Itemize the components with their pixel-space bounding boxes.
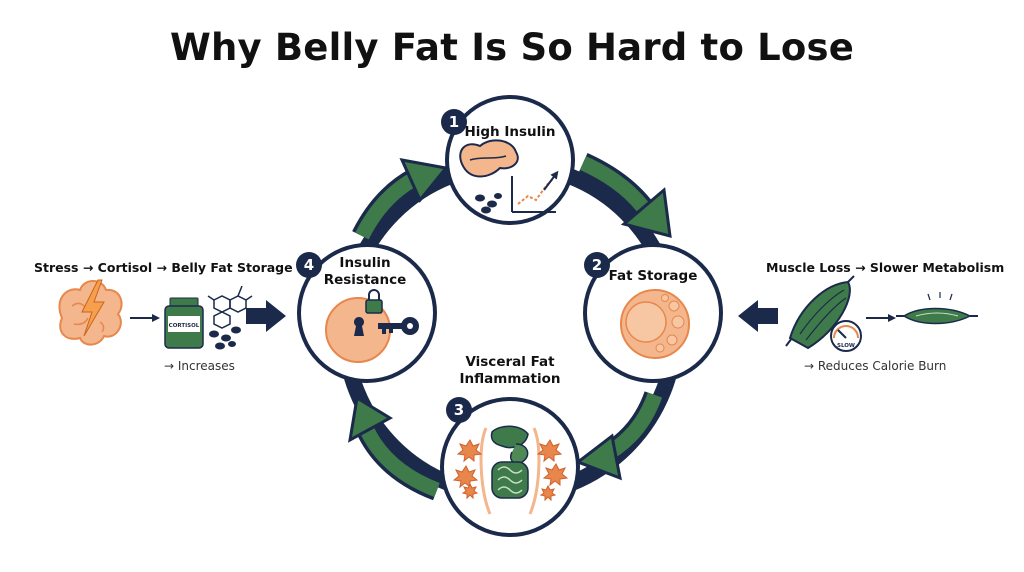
pancreas-icon (459, 139, 519, 214)
step-badge-3: 3 (446, 397, 472, 423)
svg-text:3: 3 (454, 401, 464, 419)
left-big-arrow (246, 300, 286, 332)
svg-text:4: 4 (304, 256, 314, 274)
left-factor-note: → Increases (164, 359, 235, 373)
molecule-dots-icon (209, 326, 241, 350)
brain-lightning-icon (58, 279, 123, 346)
node-label-fat-storage: Fat Storage (608, 268, 698, 284)
node-fat-storage (583, 243, 723, 383)
step-badge-1: 1 (441, 109, 467, 135)
node-label-high-insulin: High Insulin (464, 124, 556, 140)
fat-cell-icon (620, 289, 690, 359)
right-big-arrow (738, 300, 778, 332)
step-badge-2: 2 (584, 252, 610, 278)
cycle-arrow-3-to-4 (348, 395, 442, 501)
inflammation-icon (452, 439, 569, 502)
left-factor-heading: Stress → Cortisol → Belly Fat Storage (34, 260, 293, 275)
muscle-icon (785, 275, 855, 350)
right-factor-note: → Reduces Calorie Burn (804, 359, 947, 373)
node-insulin-resistance (297, 243, 437, 383)
step-badge-4: 4 (296, 252, 322, 278)
cycle-arrow-1-to-2 (578, 152, 672, 239)
digestive-organs-icon (479, 425, 541, 515)
svg-text:SLOW: SLOW (837, 343, 855, 349)
right-factor-heading: Muscle Loss → Slower Metabolism (766, 260, 1005, 275)
node-high-insulin (445, 95, 575, 225)
molecule-icon (207, 285, 253, 329)
cortisol-bottle-icon: CORTISOL (164, 297, 204, 349)
locked-cell-key-icon (325, 289, 419, 363)
node-label-visceral-fat: Visceral Fat Inflammation (459, 354, 561, 387)
svg-text:CORTISOL: CORTISOL (169, 323, 200, 329)
page-title: Why Belly Fat Is So Hard to Lose (169, 26, 855, 69)
shrinking-muscle-icon (896, 292, 978, 325)
rising-chart-icon (511, 170, 559, 213)
svg-text:1: 1 (449, 113, 459, 131)
cycle-arrow-4-to-1 (352, 158, 449, 242)
node-label-insulin-resistance: Insulin Resistance (323, 255, 407, 288)
slow-gauge-icon: SLOW (830, 320, 862, 352)
svg-text:2: 2 (592, 256, 602, 274)
node-visceral-fat (440, 397, 580, 537)
cycle-arrow-2-to-3 (574, 391, 666, 481)
